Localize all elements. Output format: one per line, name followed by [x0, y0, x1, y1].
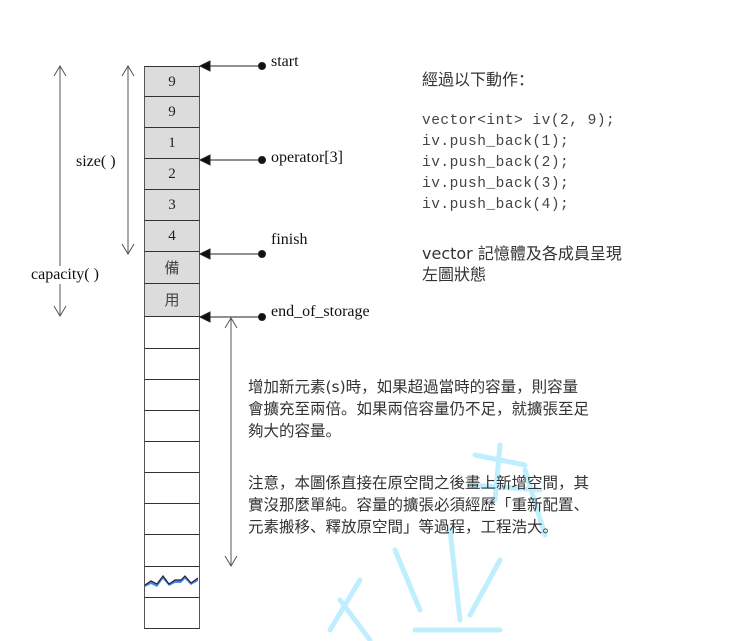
memory-cell [144, 442, 200, 473]
state-line: 左圖狀態 [422, 265, 487, 284]
state-description: vector 記憶體及各成員呈現 左圖狀態 [422, 243, 622, 285]
memory-cell [144, 535, 200, 567]
finish-pointer-label: finish [271, 231, 308, 248]
memory-cell [144, 380, 200, 411]
caution-line: 注意，本圖係直接在原空間之後畫上新增空間，其 [248, 474, 590, 492]
code-line: iv.push_back(4); [422, 197, 570, 213]
growth-line: 夠大的容量。 [248, 422, 342, 440]
code-line: iv.push_back(2); [422, 155, 570, 171]
capacity-label: capacity( ) [30, 266, 100, 284]
growth-line: 會擴充至兩倍。如果兩倍容量仍不足，就擴張至足 [248, 400, 590, 418]
code-line: iv.push_back(3); [422, 176, 570, 192]
memory-cell: 1 [144, 128, 200, 159]
growth-line: 增加新元素(s)時，如果超過當時的容量，則容量 [248, 378, 579, 396]
state-line: vector 記憶體及各成員呈現 [422, 244, 622, 263]
caution-line: 實沒那麼單純。容量的擴張必須經歷「重新配置、 [248, 496, 590, 514]
growth-note: 增加新元素(s)時，如果超過當時的容量，則容量 會擴充至兩倍。如果兩倍容量仍不足… [248, 376, 589, 442]
memory-cell [144, 504, 200, 535]
memory-cell [144, 411, 200, 442]
operator-pointer-label: operator[3] [271, 149, 343, 166]
memory-cell: 用 [144, 284, 200, 317]
caution-line: 元素搬移、釋放原空間」等過程，工程浩大。 [248, 518, 559, 536]
memory-cell: 3 [144, 190, 200, 221]
memory-cell: 9 [144, 66, 200, 97]
memory-break-mark [144, 567, 200, 598]
caution-note: 注意，本圖係直接在原空間之後畫上新增空間，其 實沒那麼單純。容量的擴張必須經歷「… [248, 472, 589, 538]
memory-cell [144, 349, 200, 380]
code-line: iv.push_back(1); [422, 134, 570, 150]
notes-heading: 經過以下動作： [422, 70, 535, 89]
size-arrow [121, 65, 135, 255]
code-block: vector<int> iv(2, 9); iv.push_back(1); i… [422, 111, 615, 216]
pointer-arrows [198, 60, 266, 323]
code-line: vector<int> iv(2, 9); [422, 113, 616, 129]
new-space-arrow [224, 317, 238, 567]
end-of-storage-pointer-label: end_of_storage [271, 303, 370, 320]
watermark [327, 442, 548, 641]
memory-cell: 4 [144, 221, 200, 252]
start-pointer-label: start [271, 53, 299, 70]
memory-cell [144, 598, 200, 629]
memory-cell: 9 [144, 97, 200, 128]
memory-cell [144, 473, 200, 504]
memory-cell: 備 [144, 252, 200, 284]
memory-cell: 2 [144, 159, 200, 190]
memory-cell [144, 317, 200, 349]
size-label: size( ) [76, 153, 116, 170]
